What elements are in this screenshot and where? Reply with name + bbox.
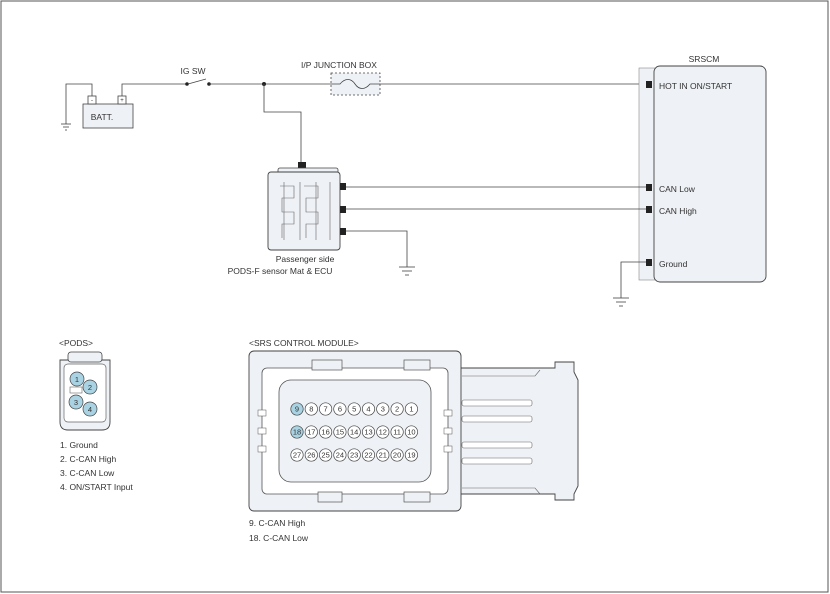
- srs-pin-1: [404, 402, 418, 416]
- batt-label: BATT.: [91, 112, 114, 122]
- srs-pin-19: [404, 448, 418, 462]
- srs-pin-label-17: 17: [307, 428, 315, 437]
- srs-pin-label-3: 3: [381, 405, 385, 414]
- pods-pin-4: 4: [88, 405, 92, 414]
- srs-pin-18: [290, 425, 304, 439]
- junction-box-label: I/P JUNCTION BOX: [301, 60, 377, 70]
- ground-icon: [613, 297, 629, 307]
- srs-legend-2: 18. C-CAN Low: [249, 533, 309, 543]
- srs-pin-label-27: 27: [293, 451, 301, 460]
- srs-pin-13: [361, 425, 376, 439]
- ground-icon: [399, 266, 415, 276]
- srs-pin-label-16: 16: [321, 428, 329, 437]
- srs-pin-20: [390, 448, 404, 462]
- srs-pin-15: [333, 425, 347, 439]
- srs-pin-label-19: 19: [407, 451, 415, 460]
- pods-connector-title: <PODS>: [59, 338, 93, 348]
- srs-pin-4: [361, 402, 376, 416]
- srs-pin-label-21: 21: [379, 451, 387, 460]
- srs-pin-22: [361, 448, 376, 462]
- srs-pin-16: [319, 425, 333, 439]
- ground-icon: [61, 123, 71, 131]
- srscm-pin-can-low: CAN Low: [659, 184, 696, 194]
- srscm-title: SRSCM: [689, 54, 720, 64]
- pods-pin-2: 2: [88, 383, 92, 392]
- srs-pin-label-18: 18: [293, 428, 301, 437]
- srscm-module: SRSCM HOT IN ON/START CAN Low CAN High G…: [638, 54, 767, 283]
- srs-pin-label-25: 25: [321, 451, 329, 460]
- pods-caption-line2: PODS-F sensor Mat & ECU: [228, 266, 333, 276]
- srs-pin-label-1: 1: [409, 405, 413, 414]
- srs-connector-title: <SRS CONTROL MODULE>: [249, 338, 359, 348]
- pods-legend-4: 4. ON/START Input: [60, 482, 133, 492]
- srs-legend-1: 9. C-CAN High: [249, 518, 305, 528]
- srs-pin-label-13: 13: [364, 428, 372, 437]
- srs-pin-21: [376, 448, 390, 462]
- srs-pin-label-10: 10: [407, 428, 415, 437]
- srs-pin-2: [390, 402, 404, 416]
- batt-pos-label: +: [120, 98, 124, 104]
- srs-pin-label-15: 15: [336, 428, 344, 437]
- srs-pin-label-23: 23: [350, 451, 358, 460]
- srs-pin-26: [304, 448, 318, 462]
- srs-pin-6: [333, 402, 347, 416]
- srs-pin-label-11: 11: [393, 428, 401, 437]
- srs-pin-10: [404, 425, 418, 439]
- srs-pin-label-12: 12: [379, 428, 387, 437]
- srs-pin-23: [347, 448, 361, 462]
- srs-pin-label-22: 22: [364, 451, 372, 460]
- pods-legend-2: 2. C-CAN High: [60, 454, 116, 464]
- pods-legend-1: 1. Ground: [60, 440, 98, 450]
- srs-pin-11: [390, 425, 404, 439]
- pods-pin-3: 3: [74, 398, 78, 407]
- srs-pin-label-4: 4: [366, 405, 370, 414]
- ig-sw-label: IG SW: [180, 66, 205, 76]
- srscm-pin-ground: Ground: [659, 259, 688, 269]
- srs-pin-27: [290, 448, 304, 462]
- srs-pin-label-5: 5: [352, 405, 356, 414]
- srs-pin-label-2: 2: [395, 405, 399, 414]
- srs-pin-label-26: 26: [307, 451, 315, 460]
- srs-pin-7: [319, 402, 333, 416]
- srs-pin-14: [347, 425, 361, 439]
- srscm-pin-hot: HOT IN ON/START: [659, 81, 732, 91]
- srs-pin-5: [347, 402, 361, 416]
- srs-pin-25: [319, 448, 333, 462]
- srs-pin-9: [290, 402, 304, 416]
- batt-neg-label: -: [91, 98, 93, 104]
- srs-pin-label-20: 20: [393, 451, 401, 460]
- srs-pin-label-14: 14: [350, 428, 358, 437]
- srs-pin-3: [376, 402, 390, 416]
- srscm-pin-can-high: CAN High: [659, 206, 697, 216]
- srs-pin-8: [304, 402, 318, 416]
- ig-switch: IG SW: [180, 66, 211, 86]
- pods-legend-3: 3. C-CAN Low: [60, 468, 115, 478]
- pods-pin-1: 1: [75, 375, 79, 384]
- ip-junction-box: I/P JUNCTION BOX: [301, 60, 381, 96]
- pods-connector: 1 2 3 4: [59, 351, 111, 431]
- battery: - + BATT.: [82, 95, 134, 129]
- pods-ecu: Passenger side PODS-F sensor Mat & ECU: [228, 162, 346, 276]
- srs-pin-12: [376, 425, 390, 439]
- srs-pin-17: [304, 425, 318, 439]
- srs-pin-24: [333, 448, 347, 462]
- srs-pin-label-6: 6: [338, 405, 342, 414]
- srs-pin-label-24: 24: [336, 451, 344, 460]
- pods-caption-line1: Passenger side: [276, 254, 335, 264]
- srs-pin-label-8: 8: [309, 405, 313, 414]
- srs-pin-label-9: 9: [295, 405, 299, 414]
- srs-pin-label-7: 7: [324, 405, 328, 414]
